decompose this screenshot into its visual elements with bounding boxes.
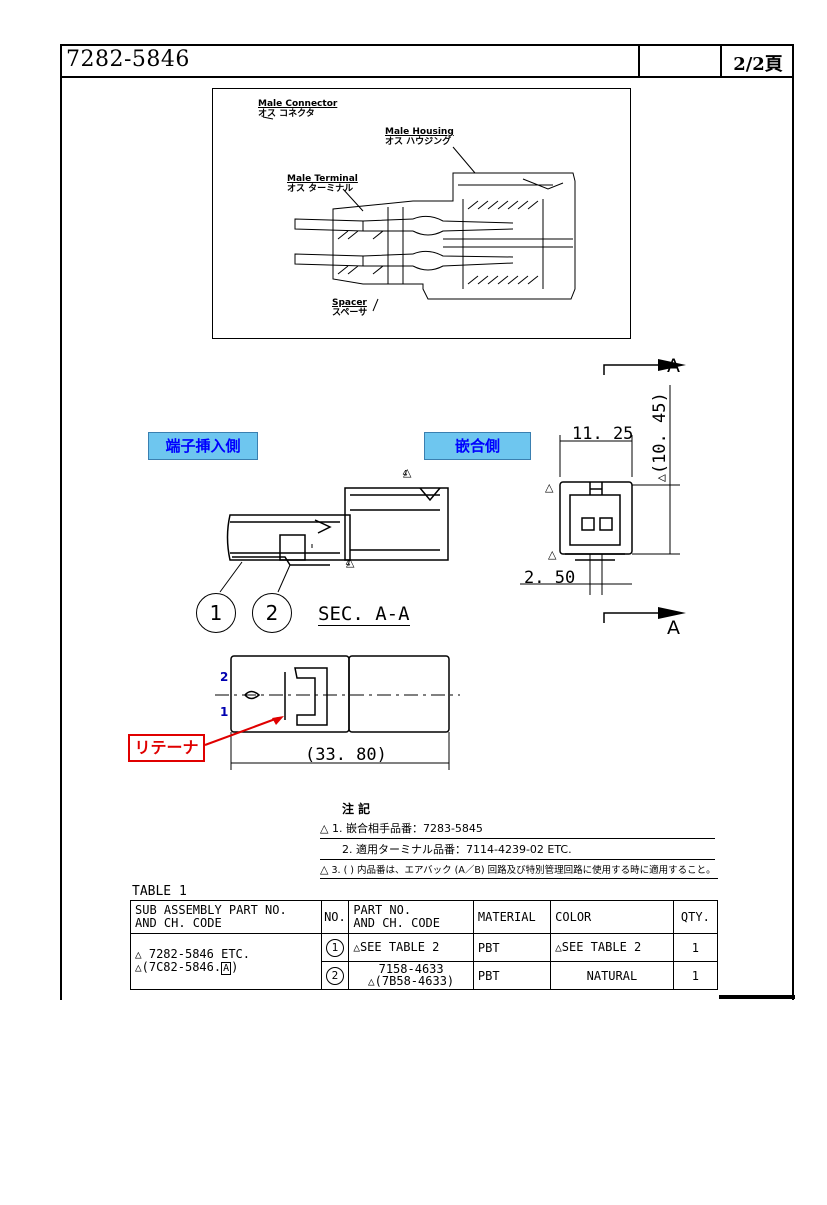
table-row: 2 7158-4633△(7B58-4633) PBT NATURAL 1 <box>131 961 719 990</box>
section-marker-top: A <box>667 355 680 377</box>
revision-triangle-icon: △ <box>545 481 554 494</box>
height-dimension: △(10. 45) <box>650 392 670 482</box>
terminal-insertion-side-tag: 端子挿入側 <box>148 432 258 460</box>
section-marker-bottom: A <box>667 617 680 639</box>
width-dimension: 11. 25 <box>572 424 634 444</box>
note-1: △ 1. 嵌合相手品番：7283-5845 <box>320 820 715 839</box>
color-cell: NATURAL <box>550 961 674 990</box>
part-no-cell: △SEE TABLE 2 <box>348 933 474 962</box>
col-material: MATERIAL <box>472 900 552 934</box>
revision-triangle-icon: △4 <box>402 466 412 479</box>
part-number-title: 7282-5846 <box>66 47 190 72</box>
notes-heading: 注 記 <box>342 802 371 816</box>
col-no: NO. <box>320 900 350 934</box>
table-header-row: SUB ASSEMBLY PART NO.AND CH. CODE NO. PA… <box>130 900 719 934</box>
page-number: 2/2頁 <box>733 54 783 75</box>
connector-cross-section-image <box>212 88 631 339</box>
part-no-cell: 7158-4633△(7B58-4633) <box>348 961 474 990</box>
callout-1: 1 <box>196 593 236 633</box>
front-view-drawing <box>520 359 686 623</box>
callout-2: 2 <box>252 593 292 633</box>
col-color: COLOR <box>550 900 674 934</box>
retainer-label: リテーナ <box>128 734 205 762</box>
revision-triangle-icon: △4 <box>345 556 355 569</box>
material-cell: PBT <box>472 933 552 962</box>
title-block <box>60 44 794 78</box>
col-qty: QTY. <box>672 900 719 934</box>
pin-1-label: 1 <box>220 705 229 719</box>
table-title: TABLE 1 <box>132 884 187 899</box>
row-no-cell: 2 <box>320 961 350 990</box>
qty-cell: 1 <box>672 933 719 962</box>
col-sub-assembly: SUB ASSEMBLY PART NO.AND CH. CODE <box>130 900 322 934</box>
top-view-drawing <box>215 655 460 770</box>
section-label: SEC. A-A <box>318 603 410 626</box>
retainer-arrow <box>204 716 284 746</box>
pitch-dimension: 2. 50 <box>524 568 576 588</box>
pin-2-label: 2 <box>220 670 229 684</box>
revision-triangle-icon: △ <box>548 548 557 561</box>
row-no-cell: 1 <box>320 933 350 962</box>
parts-table: SUB ASSEMBLY PART NO.AND CH. CODE NO. PA… <box>130 900 719 990</box>
qty-cell: 1 <box>672 961 719 990</box>
mating-side-tag: 嵌合側 <box>424 432 531 460</box>
title-divider <box>720 44 722 78</box>
color-cell: △SEE TABLE 2 <box>550 933 674 962</box>
length-dimension: (33. 80) <box>305 745 387 765</box>
table-row: △ 7282-5846 ETC. △(7C82-5846.A) 1 △SEE T… <box>130 933 719 990</box>
connector-cross-section-drawing <box>262 116 576 312</box>
bottom-bar <box>719 995 795 999</box>
note-2: 2. 適用ターミナル品番：7114-4239-02 ETC. <box>320 841 715 860</box>
note-3: △ 3. ( ) 内品番は、エアバック (A／B) 回路及び特別管理回路に使用す… <box>320 862 718 879</box>
sub-assembly-cell: △ 7282-5846 ETC. △(7C82-5846.A) <box>130 933 322 990</box>
section-view-drawing <box>219 487 449 593</box>
col-part-no: PART NO.AND CH. CODE <box>348 900 474 934</box>
material-cell: PBT <box>472 961 552 990</box>
title-divider <box>638 44 640 78</box>
